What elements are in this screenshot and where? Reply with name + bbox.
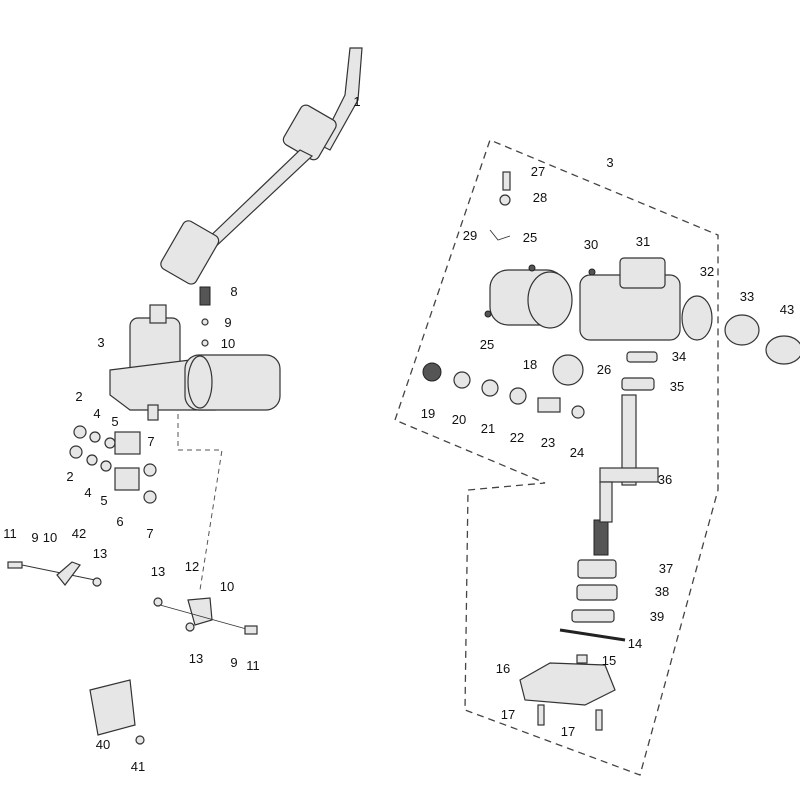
left-small-parts [7,286,258,745]
callout-41: 41 [131,759,145,774]
callout-25: 25 [480,337,494,352]
callout-2: 2 [75,389,82,404]
callout-9: 9 [230,655,237,670]
callout-13: 13 [189,651,203,666]
callout-16: 16 [496,661,510,676]
callout-25: 25 [523,230,537,245]
callout-3: 3 [606,155,613,170]
callout-9: 9 [224,315,231,330]
callout-40: 40 [96,737,110,752]
callout-32: 32 [700,264,714,279]
callout-13: 13 [93,546,107,561]
callout-5: 5 [111,414,118,429]
steering-gearbox-left [109,304,281,421]
callout-17: 17 [501,707,515,722]
callout-30: 30 [584,237,598,252]
assembly-link-line [177,405,223,591]
callout-42: 42 [72,526,86,541]
callout-11: 11 [246,658,260,673]
callout-39: 39 [650,609,664,624]
callout-21: 21 [481,421,495,436]
callout-19: 19 [421,406,435,421]
callout-3: 3 [97,335,104,350]
callout-33: 33 [740,289,754,304]
subassembly-boundary [394,139,719,776]
callout-43: 43 [780,302,794,317]
callout-9: 9 [31,530,38,545]
callout-5: 5 [100,493,107,508]
callout-8: 8 [230,284,237,299]
callout-10: 10 [220,579,234,594]
callout-13: 13 [151,564,165,579]
callout-28: 28 [533,190,547,205]
callout-35: 35 [670,379,684,394]
steering-shaft [160,47,363,285]
callout-17: 17 [561,724,575,739]
callout-10: 10 [221,336,235,351]
callout-18: 18 [523,357,537,372]
callout-12: 12 [185,559,199,574]
callout-15: 15 [602,653,616,668]
callout-14: 14 [628,636,642,651]
callout-4: 4 [93,406,100,421]
callout-22: 22 [510,430,524,445]
callout-34: 34 [672,349,686,364]
right-exploded-parts [422,171,800,731]
callout-1: 1 [353,94,360,109]
callout-7: 7 [147,434,154,449]
callout-26: 26 [597,362,611,377]
callout-4: 4 [84,485,91,500]
callout-10: 10 [43,530,57,545]
callout-36: 36 [658,472,672,487]
callout-2: 2 [66,469,73,484]
callout-31: 31 [636,234,650,249]
callout-11: 11 [3,526,17,541]
callout-27: 27 [531,164,545,179]
callout-7: 7 [146,526,153,541]
callout-37: 37 [659,561,673,576]
callout-29: 29 [463,228,477,243]
callout-6: 6 [116,514,123,529]
callout-38: 38 [655,584,669,599]
callout-20: 20 [452,412,466,427]
callout-24: 24 [570,445,584,460]
callout-23: 23 [541,435,555,450]
